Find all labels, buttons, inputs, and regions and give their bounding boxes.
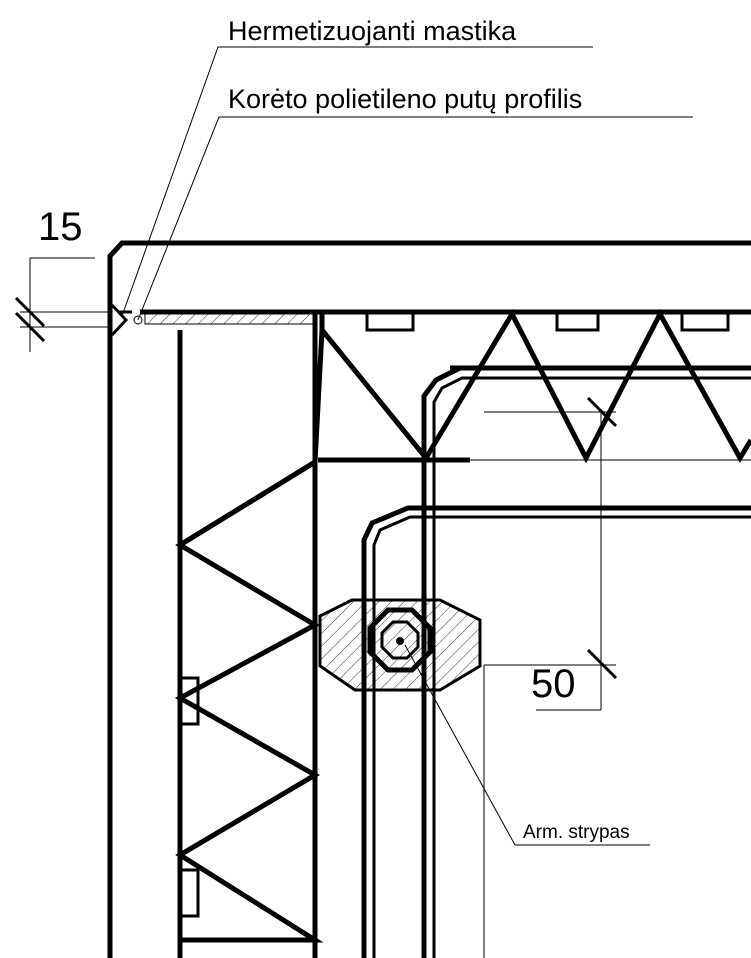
left-connector-tab-1 <box>182 676 200 726</box>
left-truss-upper-diagonal <box>178 459 317 548</box>
left-connector-tab-2 <box>182 868 200 918</box>
rebar-label: Arm. strypas <box>523 822 630 843</box>
top-truss-zigzag <box>320 308 751 464</box>
dimension-15 <box>14 257 110 352</box>
inner-wall-second-line <box>372 515 751 958</box>
dimension-50-value: 50 <box>531 662 576 706</box>
dimension-50 <box>484 396 618 711</box>
foam-profile-strip <box>144 313 314 325</box>
inner-wall-curve-2 <box>432 376 751 958</box>
sealant-joint <box>110 303 143 337</box>
sealant-label: Hermetizuojanti mastika <box>228 16 517 46</box>
top-connector-tab-1 <box>365 314 415 332</box>
foam-profile-leader <box>137 116 693 321</box>
dimension-15-value: 15 <box>38 205 83 249</box>
rebar-leader <box>404 644 650 846</box>
top-connector-tab-3 <box>680 314 730 332</box>
left-truss-zigzag <box>174 329 325 943</box>
rebar-center-dot <box>396 637 404 645</box>
foam-profile-label: Korėto polietileno putų profilis <box>228 84 582 114</box>
inner-wall-curve <box>421 365 751 958</box>
outer-panel-outline <box>107 240 751 958</box>
sealant-leader <box>121 46 593 317</box>
rebar-octagon-inner <box>380 620 420 660</box>
rebar-octagon-outer <box>367 607 433 673</box>
top-connector-tab-2 <box>555 314 600 332</box>
